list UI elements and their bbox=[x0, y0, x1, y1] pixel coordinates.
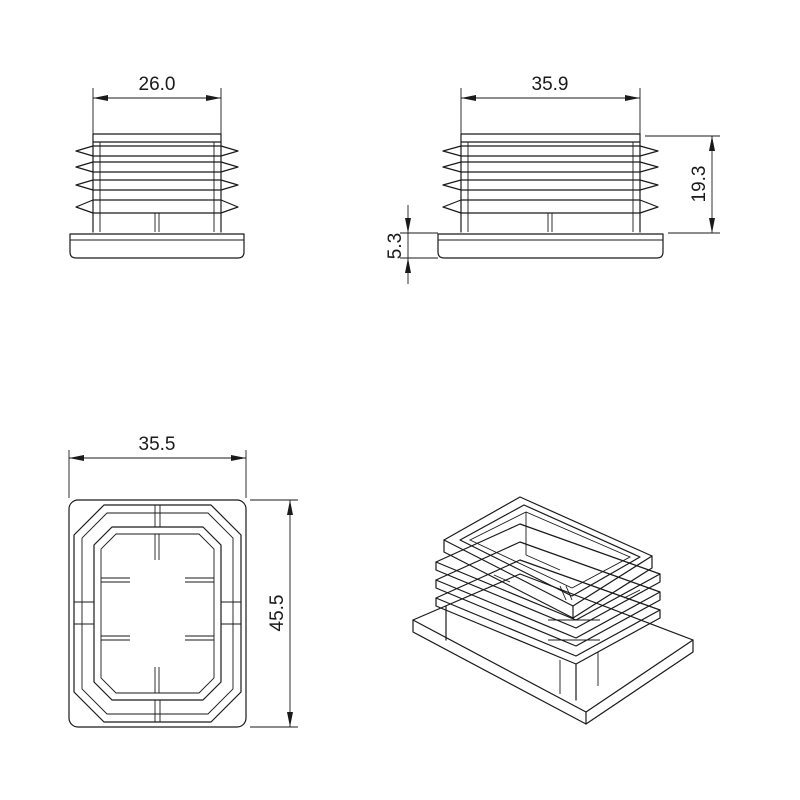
isometric-view bbox=[412, 496, 694, 725]
front-width-label: 26.0 bbox=[139, 74, 176, 95]
top-width-dimension: 35.5 bbox=[68, 434, 247, 498]
side-height-label: 19.3 bbox=[689, 166, 710, 203]
front-view: 26.0 bbox=[69, 74, 245, 259]
side-width-dimension: 35.9 bbox=[460, 74, 641, 140]
side-body bbox=[437, 133, 664, 259]
front-width-dimension: 26.0 bbox=[92, 74, 222, 140]
top-height-dimension: 45.5 bbox=[250, 499, 298, 728]
side-view: 35.9 19.3 5.3 bbox=[385, 74, 720, 284]
side-flange-dimension: 5.3 bbox=[385, 205, 438, 284]
side-height-dimension: 19.3 bbox=[645, 135, 720, 234]
front-body bbox=[69, 133, 245, 259]
top-width-label: 35.5 bbox=[139, 434, 176, 455]
top-view: 35.5 45.5 bbox=[68, 434, 298, 728]
top-height-label: 45.5 bbox=[267, 595, 288, 632]
side-width-label: 35.9 bbox=[532, 74, 569, 95]
side-flange-label: 5.3 bbox=[385, 233, 406, 259]
top-body bbox=[68, 499, 247, 728]
